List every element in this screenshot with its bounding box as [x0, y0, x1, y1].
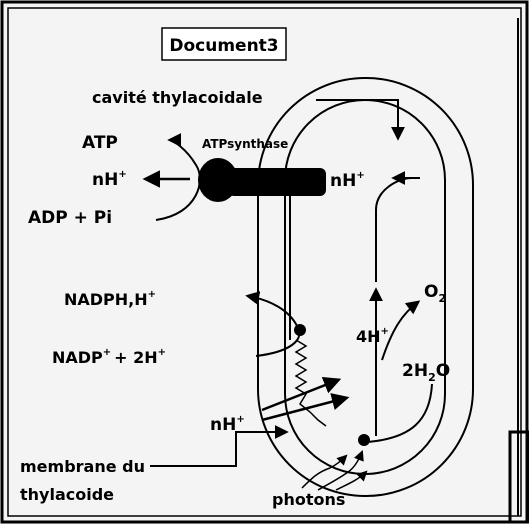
label-membrane-2: thylacoide: [20, 485, 114, 504]
photon-ray-1: [302, 456, 346, 488]
label-photons: photons: [272, 490, 345, 509]
label-cavite: cavité thylacoidale: [92, 88, 263, 107]
arrow-nh-in-1: [262, 380, 338, 410]
arrow-nh-in-2: [262, 398, 346, 420]
path-2h2o: [368, 384, 432, 442]
complex-top: [294, 324, 306, 336]
label-2h2o: 2H2O: [402, 361, 450, 384]
path-4h-up: [376, 178, 420, 282]
pointer-membrane: [150, 432, 274, 466]
label-membrane-1: membrane du: [20, 457, 145, 476]
label-atp-synthase: ATPsynthase: [202, 137, 288, 151]
label-nh-right: nH+: [330, 170, 365, 191]
complex-bottom: [358, 434, 370, 446]
label-nh-left: nH+: [92, 169, 127, 190]
label-4h: 4H+: [356, 326, 389, 346]
label-adp-pi: ADP + Pi: [28, 208, 112, 228]
electron-chain: [296, 340, 326, 426]
arrow-cavite: [316, 100, 398, 138]
label-nadp: NADP++ 2H+: [52, 347, 166, 367]
document-title: Document3: [169, 36, 278, 56]
atp-synthase-channel: [228, 168, 326, 196]
label-nadph: NADPH,H+: [64, 289, 156, 309]
label-o2: O2: [424, 282, 446, 305]
label-atp: ATP: [82, 133, 118, 153]
